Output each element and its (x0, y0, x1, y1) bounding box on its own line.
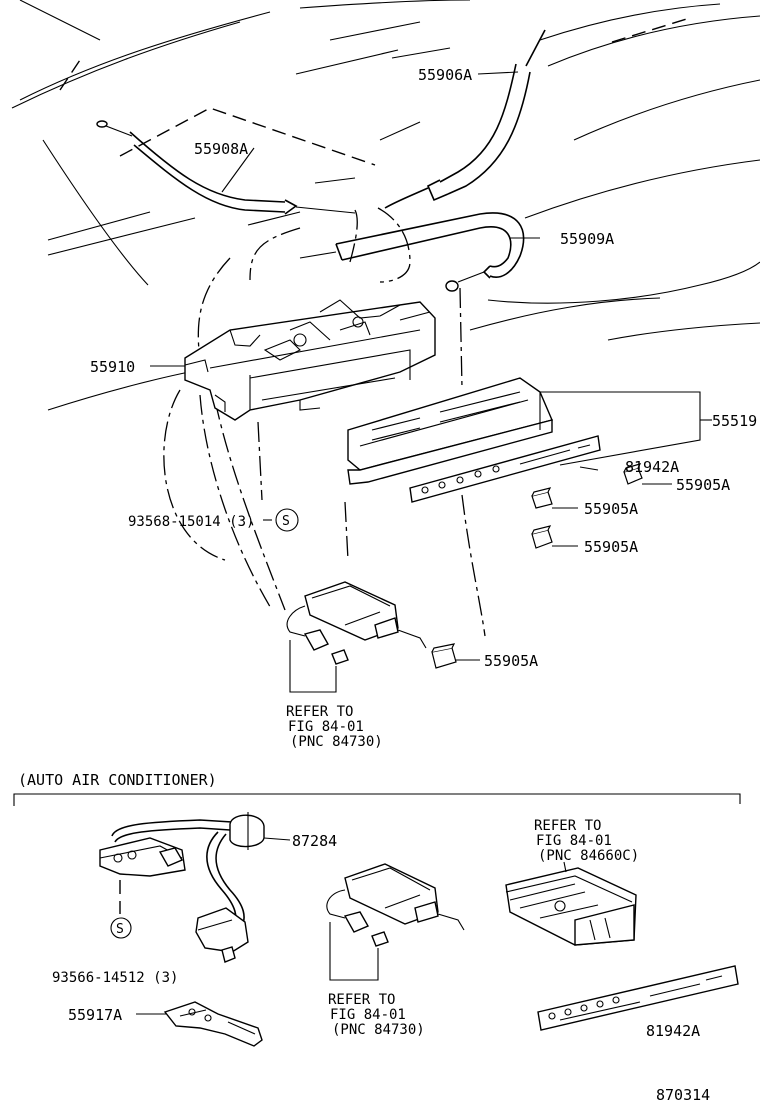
s-symbol-top: S (282, 514, 290, 529)
refer-to-3-line3: (PNC 84660C) (538, 848, 639, 864)
label-81942A-bottom: 81942A (646, 1022, 700, 1040)
ac-control-unit (505, 861, 637, 946)
label-55905A-1: 55905A (676, 476, 730, 494)
s-symbol-circle-bottom (110, 917, 132, 939)
diagram-number: 870314 (656, 1086, 710, 1104)
section-bracket (13, 793, 741, 806)
label-81942A-top: 81942A (625, 458, 679, 476)
label-55905A-3: 55905A (584, 538, 638, 556)
label-87284: 87284 (292, 832, 337, 850)
top-leader-lines (150, 71, 712, 693)
label-93568-15014: 93568-15014 (3) (128, 514, 254, 530)
s-symbol-circle-top (275, 508, 299, 532)
label-55917A: 55917A (68, 1006, 122, 1024)
label-55906A: 55906A (418, 66, 472, 84)
refer-to-1-line3: (PNC 84730) (290, 734, 383, 750)
control-panel-bracket-55519 (347, 377, 553, 485)
label-55905A-4: 55905A (484, 652, 538, 670)
refer-to-3-line1: REFER TO (534, 818, 601, 834)
knobs-55905A (431, 463, 643, 669)
label-55905A-2: 55905A (584, 500, 638, 518)
s-symbol-bottom: S (116, 922, 124, 937)
control-panel-plate-81942A-bottom (537, 965, 739, 1031)
label-55910: 55910 (90, 358, 135, 376)
refer-to-2-line2: FIG 84-01 (330, 1007, 406, 1023)
assembly-leaders (163, 207, 486, 637)
control-panel-plate-81942A-top (409, 435, 601, 503)
refer-to-1-line1: REFER TO (286, 704, 353, 720)
refer-to-1-line2: FIG 84-01 (288, 719, 364, 735)
refer-to-2-line1: REFER TO (328, 992, 395, 1008)
label-55908A: 55908A (194, 140, 248, 158)
bracket-55917A (136, 1001, 263, 1047)
sensor-assembly-87284 (99, 812, 291, 963)
label-55909A: 55909A (560, 230, 614, 248)
heater-control-assembly-55910 (184, 299, 436, 421)
label-93566-14512: 93566-14512 (3) (52, 970, 178, 986)
label-55519: 55519 (712, 412, 757, 430)
blower-switch-upper (286, 581, 427, 665)
refer-to-3-line2: FIG 84-01 (536, 833, 612, 849)
section-title-auto-ac: (AUTO AIR CONDITIONER) (18, 771, 217, 789)
blower-switch-lower (326, 863, 465, 981)
refer-to-2-line3: (PNC 84730) (332, 1022, 425, 1038)
control-cables (96, 29, 546, 292)
dashboard-outline (11, 0, 760, 411)
